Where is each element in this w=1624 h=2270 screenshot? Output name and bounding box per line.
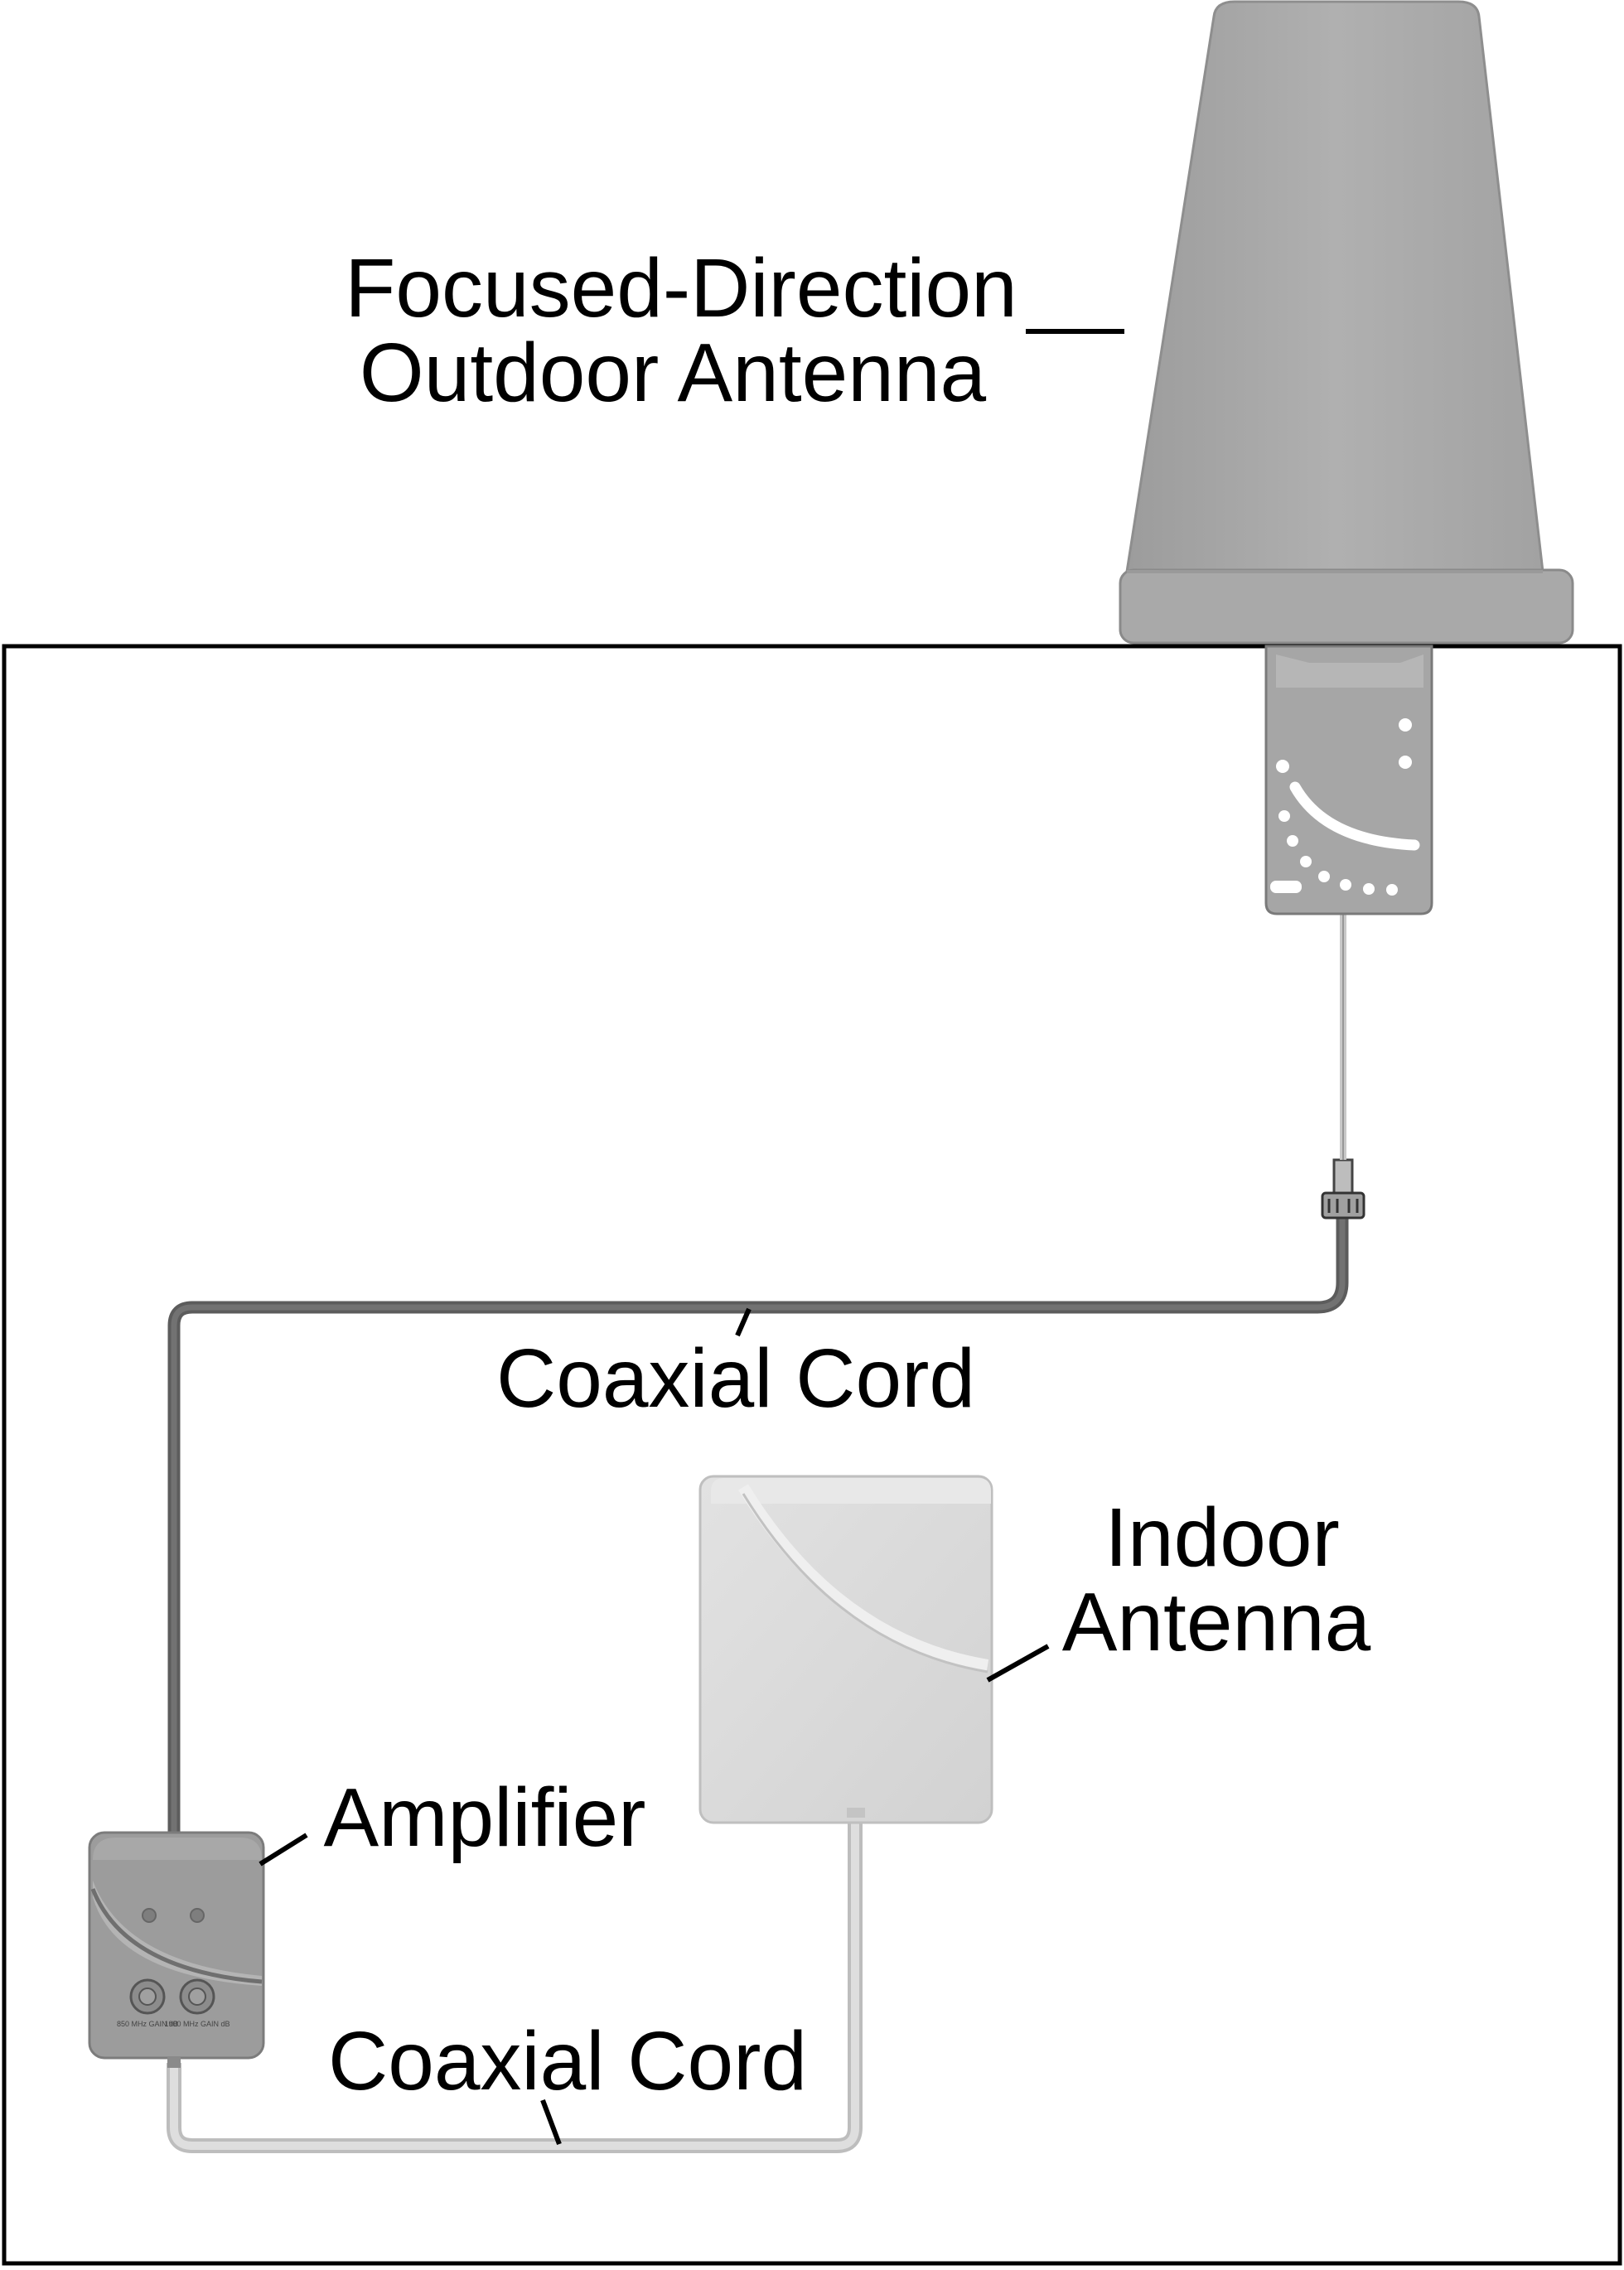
mounting-bracket	[1264, 645, 1433, 915]
label-indoor-antenna-line2: Antenna	[1062, 1576, 1371, 1669]
knob-label-850: 850 MHz GAIN dB	[117, 2020, 178, 2028]
leader-line-amplifier	[259, 1833, 308, 1867]
leader-line-coaxial-lower	[540, 2099, 562, 2146]
cord-connector	[1321, 1158, 1365, 1220]
led-indicator-right	[190, 1908, 205, 1923]
leader-line-coaxial-upper	[735, 1307, 752, 1337]
label-indoor-antenna-line1: Indoor	[1104, 1491, 1340, 1584]
outdoor-antenna	[1119, 0, 1574, 645]
knob-label-1900: 1900 MHz GAIN dB	[164, 2020, 230, 2028]
leader-line-indoor-antenna	[986, 1644, 1050, 1683]
label-coaxial-cord-lower: Coaxial Cord	[328, 2015, 807, 2108]
building-outline	[2, 644, 1622, 2266]
label-amplifier: Amplifier	[324, 1771, 646, 1864]
gain-knob-1900-icon	[179, 1978, 215, 2015]
amplifier-unit: 850 MHz GAIN dB 1900 MHz GAIN dB	[88, 1831, 265, 2068]
label-coaxial-cord-upper: Coaxial Cord	[496, 1332, 975, 1425]
gain-knob-850-icon	[129, 1978, 166, 2015]
label-outdoor-antenna-line2: Outdoor Antenna	[360, 326, 987, 419]
led-indicator-left	[142, 1908, 157, 1923]
label-outdoor-antenna-line1: Focused-Direction	[345, 242, 1017, 335]
indoor-antenna	[698, 1475, 993, 1824]
